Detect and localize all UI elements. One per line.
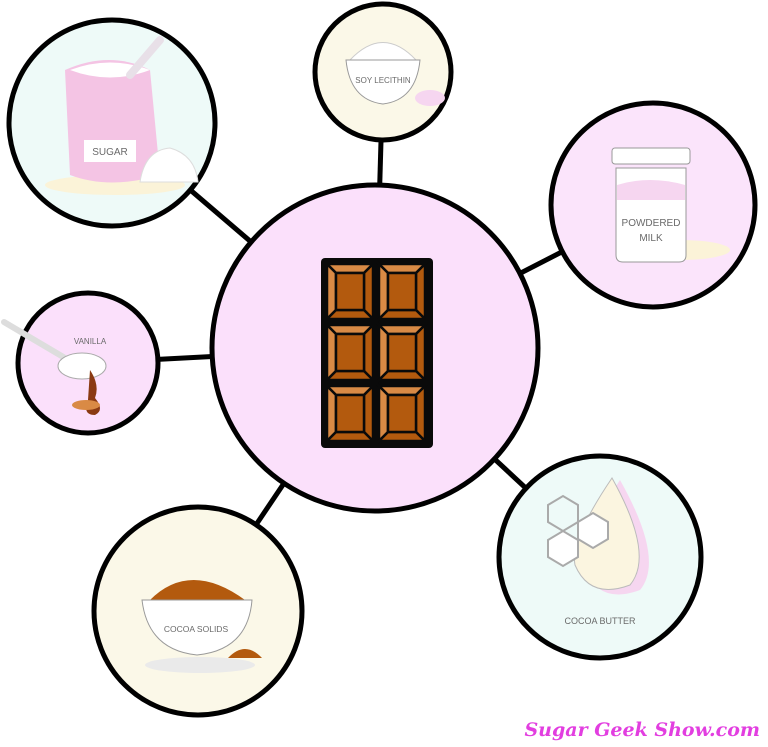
chocolate-piece <box>375 308 429 321</box>
cocoa-butter-node: COCOA BUTTER <box>496 453 704 661</box>
chocolate-piece <box>323 369 377 382</box>
sugar-node: SUGAR <box>6 17 218 229</box>
powdered-milk-node: POWDERED MILK <box>548 100 758 310</box>
bowl-icon <box>345 59 421 105</box>
bowl-icon <box>141 599 253 656</box>
chocolate-piece <box>386 332 418 373</box>
chocolate-piece <box>323 430 377 443</box>
chocolate-piece <box>334 271 366 312</box>
chocolate-piece <box>386 271 418 312</box>
chocolate-bar-icon <box>321 258 433 448</box>
spoon-icon <box>1 319 68 361</box>
chocolate-piece <box>386 393 418 434</box>
jar-lid-icon <box>611 147 691 165</box>
cocoa-solids-node: COCOA SOLIDS <box>91 504 305 718</box>
chocolate-piece <box>323 308 377 321</box>
powdered-milk-label-line2: MILK <box>639 233 663 244</box>
cocoa-solids-label: COCOA SOLIDS <box>164 624 229 634</box>
chocolate-piece <box>334 393 366 434</box>
sugar-pile-icon <box>139 147 199 183</box>
vanilla-label: VANILLA <box>74 337 107 346</box>
powdered-milk-label-line1: POWDERED <box>622 218 681 229</box>
chocolate-piece <box>375 430 429 443</box>
soy-lecithin-label: SOY LECITHIN <box>355 76 411 85</box>
sugar-label: SUGAR <box>92 147 128 158</box>
chocolate-piece <box>334 332 366 373</box>
vanilla-node: VANILLA <box>1 290 161 436</box>
cocoa-powder-icon <box>150 580 245 600</box>
hexagons-icon <box>547 494 609 568</box>
watermark-logo: Sugar Geek Show.com <box>524 719 760 741</box>
cocoa-butter-label: COCOA BUTTER <box>564 616 636 626</box>
soy-lecithin-node: SOY LECITHIN <box>312 1 454 143</box>
chocolate-piece <box>375 369 429 382</box>
